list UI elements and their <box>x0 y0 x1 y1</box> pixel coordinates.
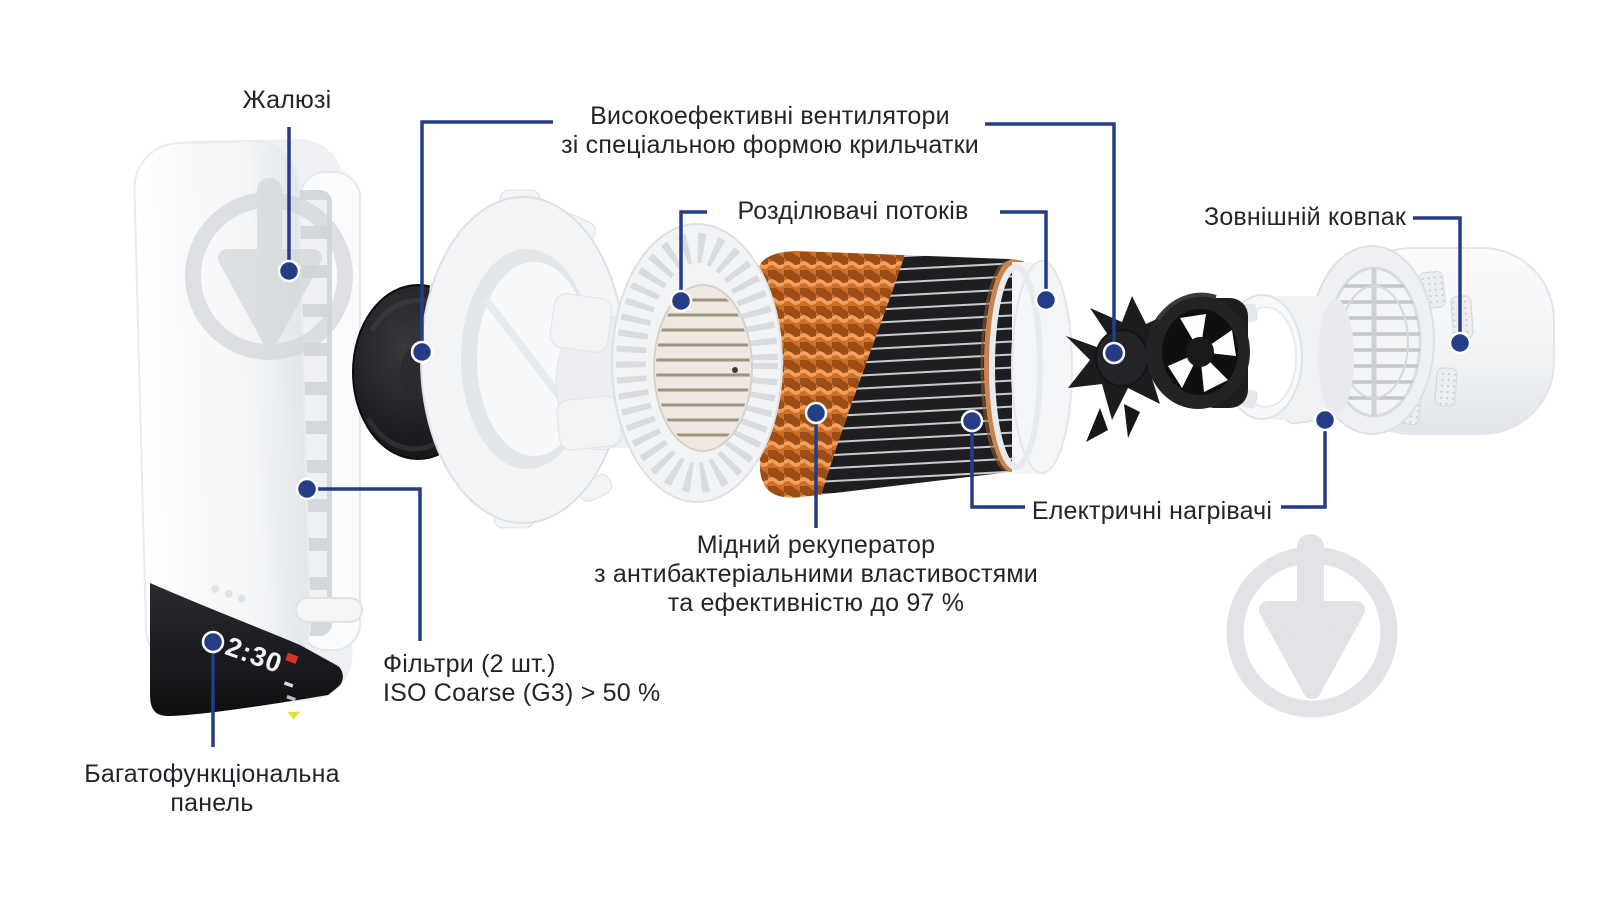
leader-dividers-left <box>679 210 707 301</box>
mode-icon <box>211 584 220 593</box>
label-flow-dividers: Розділювачі потоків <box>737 197 968 226</box>
divider-opening <box>653 284 753 452</box>
divider-fins <box>616 233 778 493</box>
leader-fans-left <box>420 120 553 352</box>
leader-dividers-right <box>1000 210 1048 300</box>
down-arrow-circle-watermark <box>185 178 353 360</box>
leader-heaters-right <box>1281 420 1327 509</box>
label-panel: Багатофункціональна панель <box>84 760 339 818</box>
display-tick <box>283 681 294 688</box>
label-recuperator-line1: Мідний рекуператор <box>696 531 936 559</box>
label-fans-line2: зі спеціальною формою крильчатки <box>561 131 979 159</box>
mounting-clip <box>549 293 613 353</box>
fan-outer-shroud <box>1146 292 1250 409</box>
connector-ring <box>1221 294 1354 420</box>
label-filters: Фільтри (2 шт.) ISO Coarse (G3) > 50 % <box>383 650 660 708</box>
control-panel <box>150 583 343 716</box>
label-fans: Високоефективні вентилятори зі спеціальн… <box>561 102 979 160</box>
label-recuperator: Мідний рекуператор з антибактеріальними … <box>594 531 1038 618</box>
recuperator-copper-fins <box>758 251 908 498</box>
label-outer-hood: Зовнішній ковпак <box>1204 203 1406 232</box>
warning-indicator-icon <box>287 711 301 720</box>
label-outer-hood-text: Зовнішній ковпак <box>1204 203 1406 231</box>
label-panel-line1: Багатофункціональна <box>84 760 340 788</box>
display-tick <box>286 694 296 702</box>
label-heaters-text: Електричні нагрівачі <box>1031 497 1273 525</box>
leader-dots <box>201 259 1472 654</box>
label-filters-line1: Фільтри (2 шт.) <box>383 650 556 678</box>
label-filters-line2: ISO Coarse (G3) > 50 % <box>383 679 661 707</box>
flow-divider <box>611 223 783 503</box>
timer-icon <box>237 594 246 603</box>
hood-mesh-vent <box>1434 367 1458 407</box>
label-panel-line2: панель <box>170 789 254 817</box>
label-fans-line1: Високоефективні вентилятори <box>590 102 950 130</box>
leader-filters <box>307 487 422 641</box>
fan-outer <box>1066 292 1250 442</box>
mounting-clip <box>556 395 622 451</box>
label-recuperator-line3: та ефективністю до 97 % <box>667 589 965 617</box>
leader-hood <box>1413 216 1462 343</box>
label-recuperator-line2: з антибактеріальними властивостями <box>594 560 1038 588</box>
leader-lines <box>211 120 1462 747</box>
leader-fans-right <box>985 122 1116 353</box>
down-arrow-circle-watermark <box>1226 534 1398 718</box>
copper-recuperator <box>758 251 1073 498</box>
louver-handle <box>295 597 363 623</box>
label-flow-dividers-text: Розділювачі потоків <box>737 197 969 225</box>
label-heaters: Електричні нагрівачі <box>1032 497 1272 526</box>
divider-slats <box>656 298 750 437</box>
label-louvers: Жалюзі <box>243 86 332 115</box>
label-louvers-text: Жалюзі <box>242 86 332 114</box>
fan-speed-icon <box>224 589 233 598</box>
leader-heaters-left <box>970 421 1025 509</box>
alert-indicator <box>285 652 299 664</box>
